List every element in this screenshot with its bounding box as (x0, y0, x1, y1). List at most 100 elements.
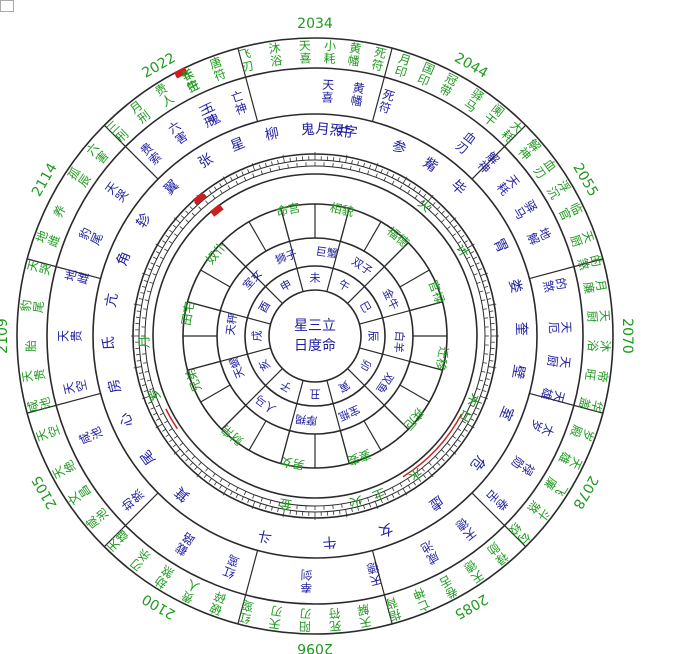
outer-star-char: 尾 (31, 300, 46, 313)
degree-tick (391, 494, 395, 498)
planet-label: 火 (348, 492, 364, 510)
blue-star-char: 奉 (300, 580, 312, 594)
outer-star: 斗煞 (525, 498, 553, 524)
outer-star-char: 天 (579, 229, 596, 245)
degree-tick (162, 240, 166, 244)
blue-star-char: 地 (536, 225, 554, 242)
mansion-label-text: 参 (389, 137, 409, 158)
house-divider (383, 242, 409, 268)
outer-star-char: 厨 (567, 233, 584, 249)
degree-tick (241, 171, 244, 176)
degree-tick (235, 174, 239, 178)
degree-tick (138, 298, 143, 300)
outer-star: 黄幡 (347, 41, 363, 69)
degree-tick (414, 194, 418, 199)
blue-star: 禄勋 (508, 454, 538, 479)
degree-tick (147, 268, 152, 271)
degree-tick (289, 510, 291, 515)
degree-tick (407, 183, 411, 187)
mansion-label-text: 危 (467, 452, 488, 473)
degree-tick (467, 243, 475, 249)
mansion-label-text: 虚 (426, 492, 447, 513)
outer-star-char: 天 (567, 455, 585, 472)
outer-star-char: 刃 (269, 603, 283, 619)
blue-star: 天厨 (545, 354, 573, 369)
palace-label: 迁移 (433, 345, 451, 371)
outer-star: 天厨 (567, 229, 596, 249)
outer-star-char: 空 (45, 423, 62, 439)
degree-tick (473, 412, 477, 416)
outer-star: 勾绞 (506, 520, 533, 547)
degree-tick (427, 470, 434, 478)
palace-label-text: 奴仆 (203, 239, 229, 266)
outer-star: 浮沉 (544, 178, 573, 202)
degree-tick (269, 167, 272, 172)
branch-label-text: 丑 (310, 388, 321, 401)
planet-label: 金 (278, 495, 294, 513)
outer-star-char: 岁 (579, 427, 597, 443)
blue-star-char: 解 (524, 231, 542, 248)
degree-tick (413, 481, 416, 486)
blue-star: 地解 (524, 225, 553, 247)
degree-tick (179, 442, 184, 446)
degree-tick (165, 235, 170, 238)
degree-tick (380, 168, 383, 173)
outer-star-char: 鸾 (240, 597, 255, 614)
mansion-label-text: 毕 (448, 177, 469, 198)
house-divider (237, 550, 259, 625)
outer-star: 临官 (556, 200, 585, 222)
degree-tick (407, 189, 411, 194)
ring-circle (46, 67, 584, 605)
degree-tick (363, 505, 365, 510)
palace-label-text: 田宅 (178, 300, 197, 326)
palace-label: 福德 (384, 223, 412, 250)
degree-tick (282, 154, 285, 163)
mansion-label: 角 (114, 249, 134, 268)
mansion-label-text: 氐 (101, 336, 117, 351)
degree-tick (172, 224, 177, 228)
degree-tick (480, 395, 489, 400)
mansion-label: 女 (376, 520, 395, 541)
degree-tick (144, 370, 149, 373)
degree-tick (402, 176, 408, 184)
palace-label-text: 财帛 (218, 422, 245, 448)
outer-star: 阑干 (481, 100, 508, 129)
degree-tick (185, 219, 189, 223)
year-label: 2096 (297, 640, 333, 654)
blue-star-char: 咸 (77, 430, 95, 447)
degree-tick (155, 251, 160, 254)
ring-circle (16, 37, 614, 635)
outer-star-char: 国 (420, 60, 437, 78)
degree-tick (470, 418, 475, 421)
sign-label: 巨蟹 (315, 244, 339, 261)
palace-label-text: 疾厄 (401, 405, 428, 433)
outer-star: 天贵 (20, 368, 48, 384)
degree-tick (479, 379, 484, 382)
degree-tick (164, 248, 168, 252)
blue-star-char: 天 (559, 321, 573, 333)
degree-tick (478, 268, 483, 271)
house-divider (409, 301, 443, 312)
degree-tick (460, 434, 465, 437)
palace-label-text: 官禄 (426, 278, 448, 306)
house-divider (26, 258, 101, 280)
outer-star-char: 符 (328, 606, 341, 622)
outer-star-char: 红 (237, 609, 252, 626)
degree-tick (208, 190, 212, 194)
degree-tick (141, 395, 150, 400)
red-arc (402, 413, 463, 478)
planet-label: 火 (414, 196, 434, 216)
degree-tick (457, 428, 462, 432)
degree-tick (265, 162, 267, 167)
degree-tick (487, 372, 492, 374)
degree-tick (481, 299, 486, 302)
degree-tick (194, 466, 198, 471)
mansion-label: 氐 (101, 336, 117, 351)
mansion-label-text: 箕 (171, 483, 193, 505)
degree-tick (203, 474, 207, 479)
year-label: 2022 (140, 50, 179, 82)
outer-star: 天雄 (556, 449, 585, 471)
degree-tick (374, 162, 379, 171)
blue-star-char: 天 (368, 572, 383, 588)
degree-tick (219, 183, 223, 187)
